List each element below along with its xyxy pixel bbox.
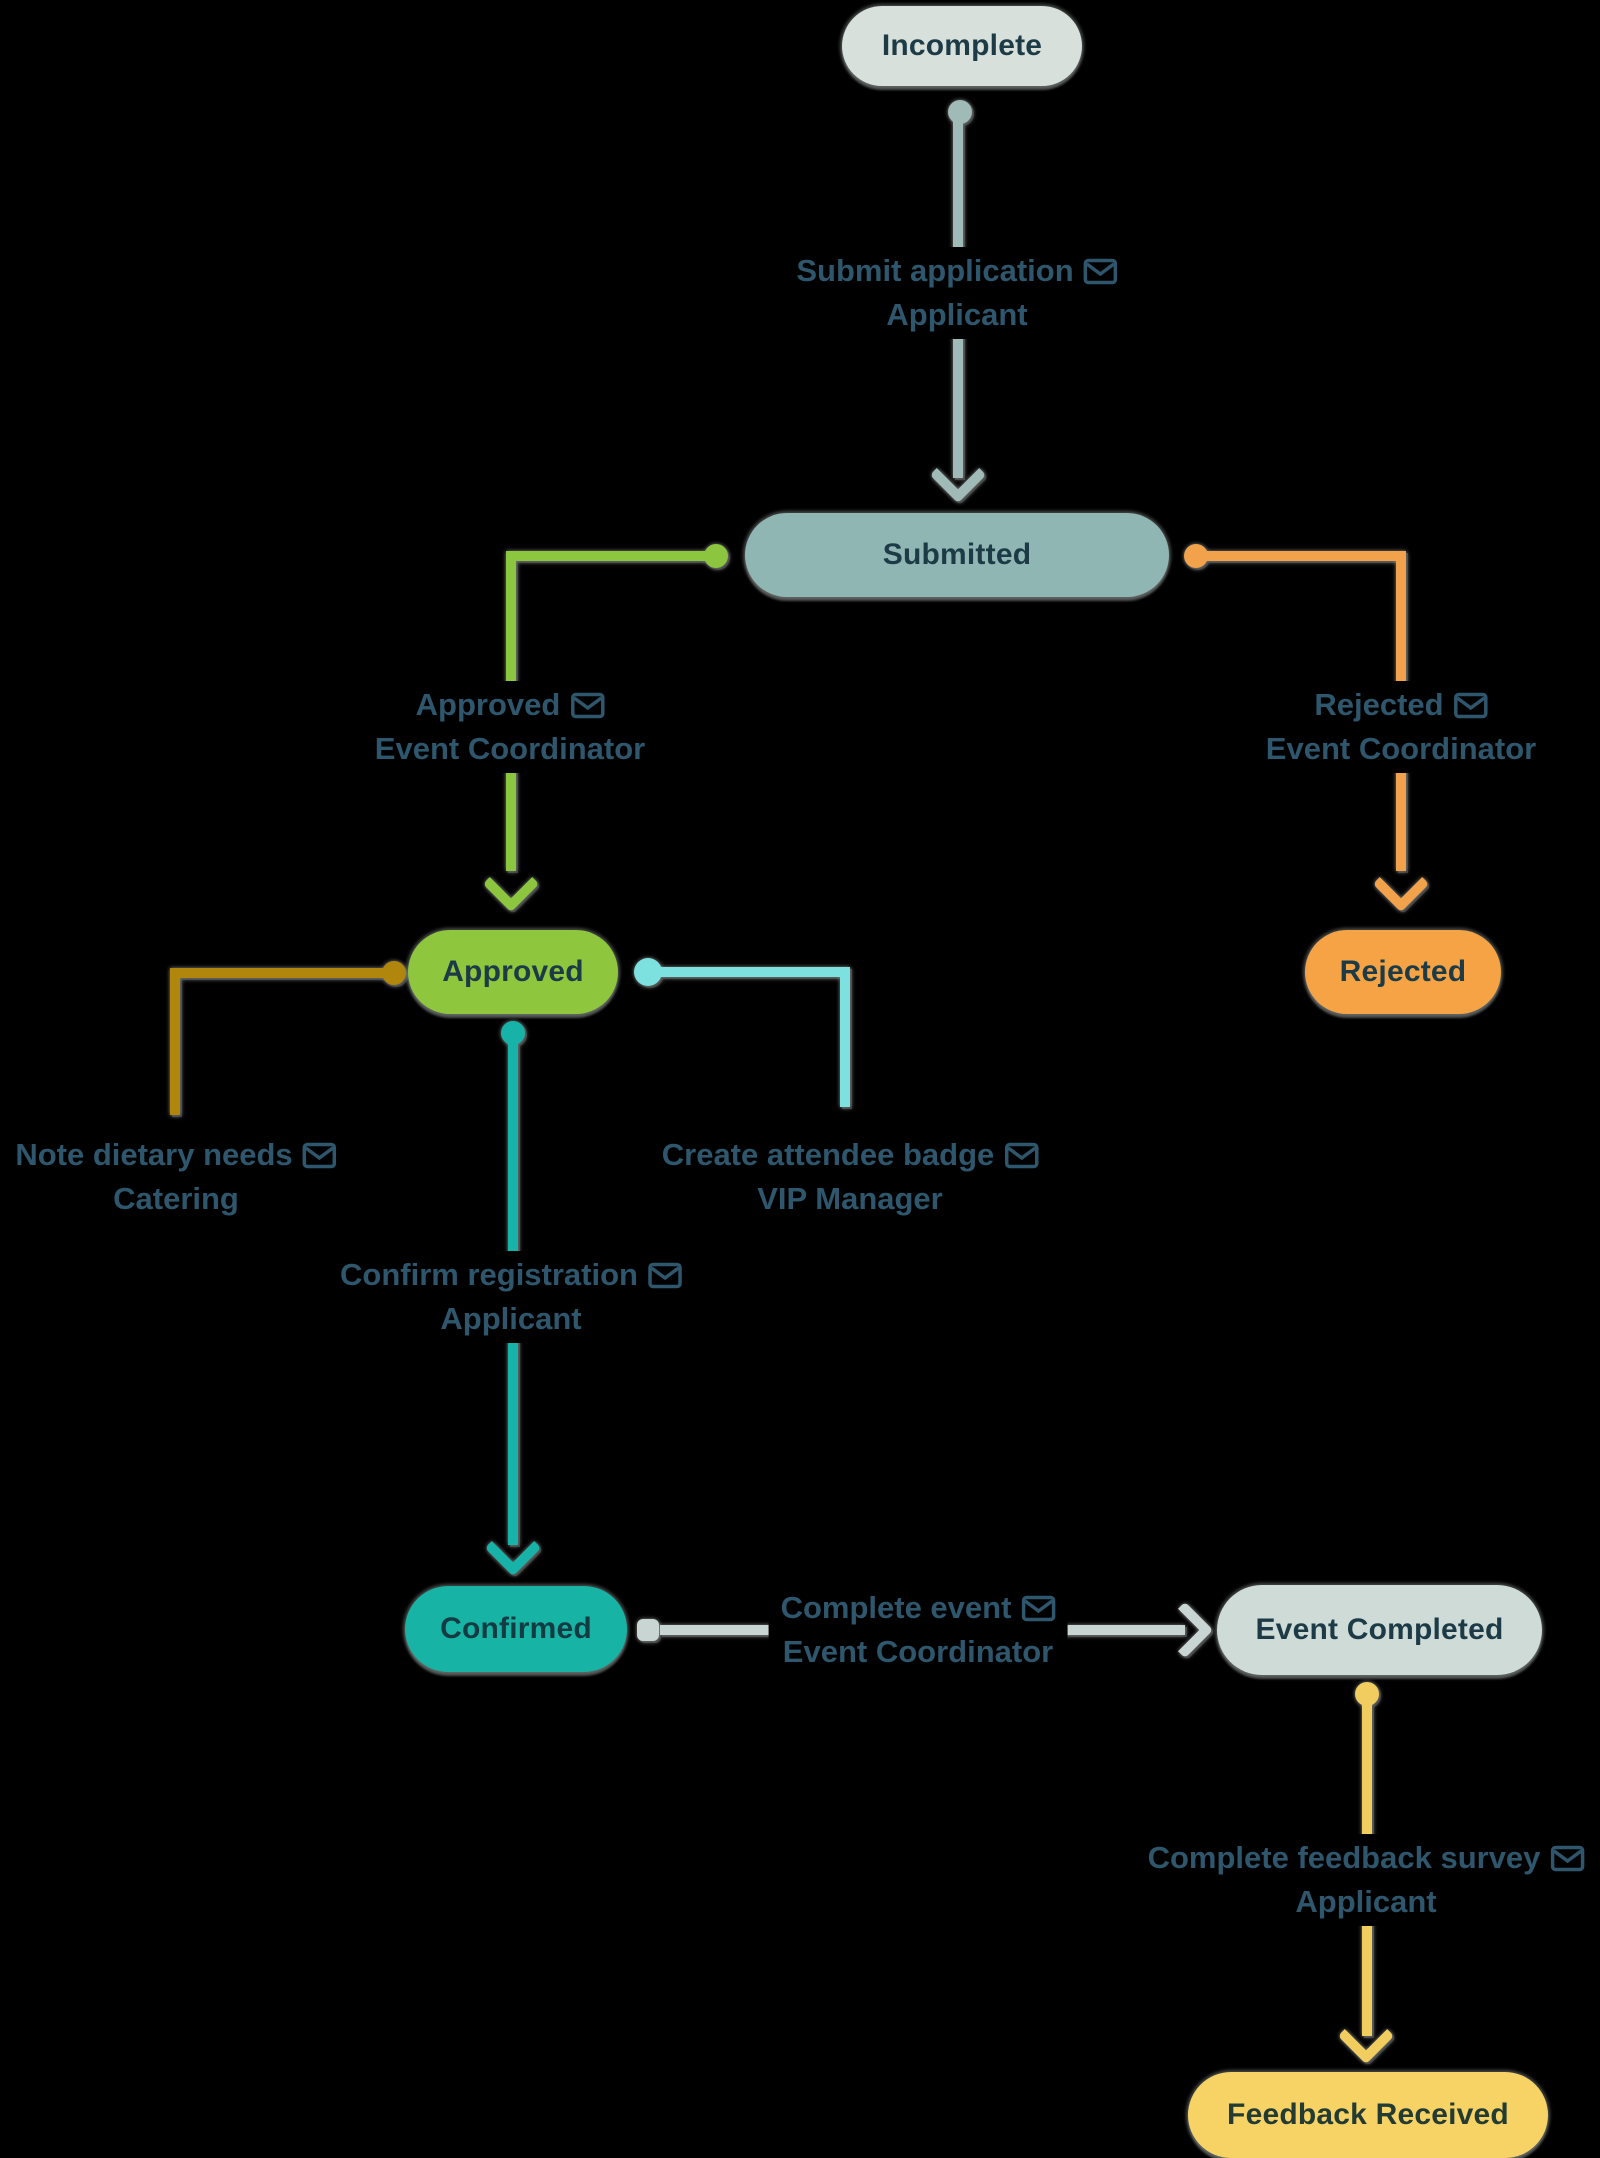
envelope-icon	[302, 1142, 337, 1169]
state-node-event-completed[interactable]: Event Completed	[1217, 1585, 1542, 1675]
transition-label-complete-feedback-survey: Complete feedback survey Applicant	[1135, 1834, 1597, 1926]
transition-action: Complete feedback survey	[1147, 1840, 1541, 1875]
transition-action: Rejected	[1314, 687, 1444, 722]
envelope-icon	[1453, 692, 1488, 719]
arrowhead-down-icon	[482, 855, 540, 913]
envelope-icon	[648, 1262, 682, 1289]
edge-start-dot	[637, 1619, 659, 1641]
transition-actor: Event Coordinator	[782, 1634, 1054, 1669]
transition-action: Create attendee badge	[661, 1137, 995, 1172]
transition-label-confirm-registration: Confirm registration Applicant	[328, 1251, 694, 1343]
transition-actor: VIP Manager	[757, 1181, 943, 1216]
edge-start-dot	[704, 544, 728, 568]
state-node-feedback-received[interactable]: Feedback Received	[1188, 2072, 1548, 2158]
transition-label-rejected: Rejected Event Coordinator	[1253, 681, 1549, 773]
edge-start-dot	[634, 958, 662, 986]
connector-segment	[655, 967, 850, 977]
transition-actor: Catering	[113, 1181, 239, 1216]
transition-actor: Applicant	[440, 1301, 582, 1336]
arrowhead-down-icon	[484, 1519, 542, 1577]
envelope-icon	[1550, 1845, 1585, 1872]
state-node-approved[interactable]: Approved	[408, 930, 618, 1014]
transition-label-complete-event: Complete event Event Coordinator	[768, 1584, 1068, 1676]
envelope-icon	[570, 692, 605, 719]
transition-actor: Applicant	[886, 297, 1028, 332]
envelope-icon	[1083, 258, 1118, 285]
state-node-rejected[interactable]: Rejected	[1305, 930, 1501, 1014]
connector-segment	[840, 967, 850, 1107]
transition-action: Note dietary needs	[15, 1137, 293, 1172]
edge-start-dot	[501, 1021, 525, 1045]
edge-start-dot	[1184, 544, 1208, 568]
arrowhead-right-icon	[1156, 1601, 1214, 1659]
transition-action: Confirm registration	[340, 1257, 638, 1292]
connector-segment	[170, 968, 180, 1115]
edge-start-dot	[382, 961, 406, 985]
edge-start-dot	[948, 100, 972, 124]
transition-label-create-attendee-badge: Create attendee badge VIP Manager	[649, 1131, 1051, 1223]
transition-actor: Applicant	[1295, 1884, 1437, 1919]
envelope-icon	[1021, 1595, 1056, 1622]
transition-action: Approved	[415, 687, 561, 722]
transition-label-submit-application: Submit application Applicant	[784, 247, 1130, 339]
transition-label-approved: Approved Event Coordinator	[362, 681, 658, 773]
transition-label-note-dietary-needs: Note dietary needs Catering	[3, 1131, 349, 1223]
connector-segment	[170, 968, 394, 978]
state-node-incomplete[interactable]: Incomplete	[842, 6, 1082, 86]
connector-segment	[1193, 551, 1406, 561]
connector-segment	[506, 551, 708, 561]
edge-start-dot	[1355, 1682, 1379, 1706]
transition-actor: Event Coordinator	[374, 731, 646, 766]
transition-actor: Event Coordinator	[1265, 731, 1537, 766]
state-node-confirmed[interactable]: Confirmed	[405, 1586, 627, 1672]
transition-action: Complete event	[780, 1590, 1012, 1625]
arrowhead-down-icon	[1337, 2007, 1395, 2065]
state-node-submitted[interactable]: Submitted	[745, 513, 1169, 597]
arrowhead-down-icon	[929, 446, 987, 504]
arrowhead-down-icon	[1372, 855, 1430, 913]
envelope-icon	[1004, 1142, 1038, 1169]
transition-action: Submit application	[796, 253, 1074, 288]
